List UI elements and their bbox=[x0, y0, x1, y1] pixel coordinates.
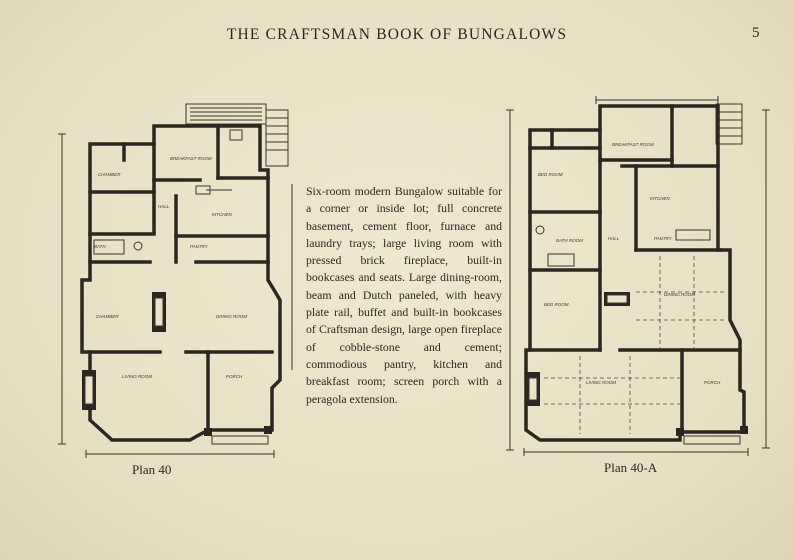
svg-text:DINING ROOM: DINING ROOM bbox=[216, 314, 247, 319]
svg-text:HALL: HALL bbox=[158, 204, 170, 209]
svg-text:DINING ROOM: DINING ROOM bbox=[664, 292, 695, 297]
svg-text:CHAMBER: CHAMBER bbox=[98, 172, 121, 177]
svg-text:PORCH: PORCH bbox=[226, 374, 243, 379]
svg-text:KITCHEN: KITCHEN bbox=[212, 212, 233, 217]
svg-text:PANTRY: PANTRY bbox=[190, 244, 209, 249]
svg-text:HALL: HALL bbox=[608, 236, 620, 241]
svg-text:LIVING ROOM: LIVING ROOM bbox=[122, 374, 152, 379]
svg-text:KITCHEN: KITCHEN bbox=[650, 196, 671, 201]
svg-text:BATH: BATH bbox=[94, 244, 106, 249]
svg-text:LIVING ROOM: LIVING ROOM bbox=[586, 380, 616, 385]
svg-text:BED ROOM: BED ROOM bbox=[544, 302, 569, 307]
svg-text:CHAMBER: CHAMBER bbox=[96, 314, 119, 319]
svg-text:PANTRY: PANTRY bbox=[654, 236, 673, 241]
svg-text:BREAKFAST ROOM: BREAKFAST ROOM bbox=[170, 156, 212, 161]
interior-walls bbox=[528, 104, 742, 434]
page-number: 5 bbox=[752, 25, 760, 41]
book-title: THE CRAFTSMAN BOOK OF BUNGALOWS bbox=[226, 26, 568, 43]
house-description: Six-room modern Bungalow suitable for a … bbox=[306, 184, 502, 406]
plan-40-caption: Plan 40 bbox=[132, 462, 172, 477]
svg-text:PORCH: PORCH bbox=[704, 380, 721, 385]
svg-text:BATH ROOM: BATH ROOM bbox=[556, 238, 583, 243]
plan-40a-caption: Plan 40-A bbox=[604, 460, 658, 475]
interior-walls bbox=[88, 124, 274, 432]
svg-text:BED ROOM: BED ROOM bbox=[538, 172, 563, 177]
rear-stoop bbox=[185, 103, 289, 167]
svg-text:BREAKFAST ROOM: BREAKFAST ROOM bbox=[612, 142, 654, 147]
